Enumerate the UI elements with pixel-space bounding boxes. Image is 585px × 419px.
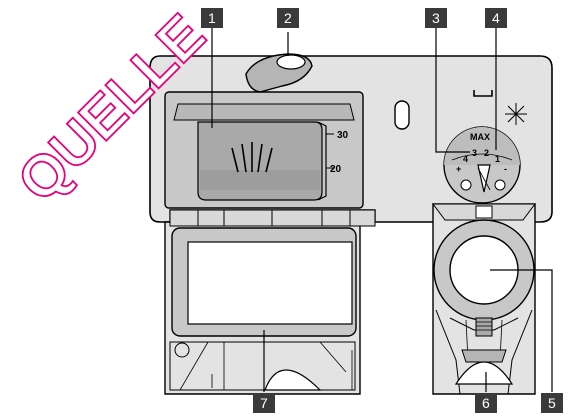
callout-5: 5	[541, 393, 563, 413]
callout-2: 2	[277, 8, 299, 28]
callout-1: 1	[201, 8, 223, 28]
dial-setting-minus: -	[504, 164, 507, 174]
svg-text:4: 4	[492, 10, 500, 26]
callout-leaders	[211, 26, 553, 392]
scale-mark-high: 30	[337, 130, 349, 141]
detergent-cup-band	[200, 170, 320, 190]
rinse-aid-release-latch[interactable]	[454, 317, 514, 385]
detergent-latch[interactable]	[245, 53, 313, 93]
panel-slot	[394, 100, 410, 130]
dial-setting-1: 1	[495, 154, 500, 164]
svg-text:7: 7	[260, 395, 268, 411]
callout-7: 7	[253, 393, 275, 413]
detergent-scale: 30 20	[317, 121, 349, 201]
rinse-aid-indicator-icon	[473, 90, 493, 97]
detergent-dispense-icon	[231, 142, 273, 173]
detergent-lid[interactable]	[164, 209, 376, 395]
callout-3: 3	[425, 8, 447, 28]
callout-6: 6	[475, 393, 497, 413]
dial-setting-plus: +	[456, 164, 461, 174]
detergent-lid-rim	[173, 103, 355, 121]
indicator-light-icon	[505, 103, 527, 125]
dial-setting-4: 4	[463, 154, 468, 164]
rinse-aid-dial[interactable]: MAX + 4 3 2 1 -	[443, 126, 521, 204]
scale-mark-low: 20	[330, 164, 342, 175]
svg-text:6: 6	[482, 395, 490, 411]
dial-setting-3: 3	[472, 148, 477, 158]
svg-text:5: 5	[548, 395, 556, 411]
svg-text:2: 2	[284, 10, 292, 26]
svg-text:1: 1	[208, 10, 216, 26]
svg-text:3: 3	[432, 10, 440, 26]
callout-4: 4	[485, 8, 507, 28]
dial-label-max: MAX	[470, 132, 490, 142]
dial-setting-2: 2	[484, 148, 489, 158]
